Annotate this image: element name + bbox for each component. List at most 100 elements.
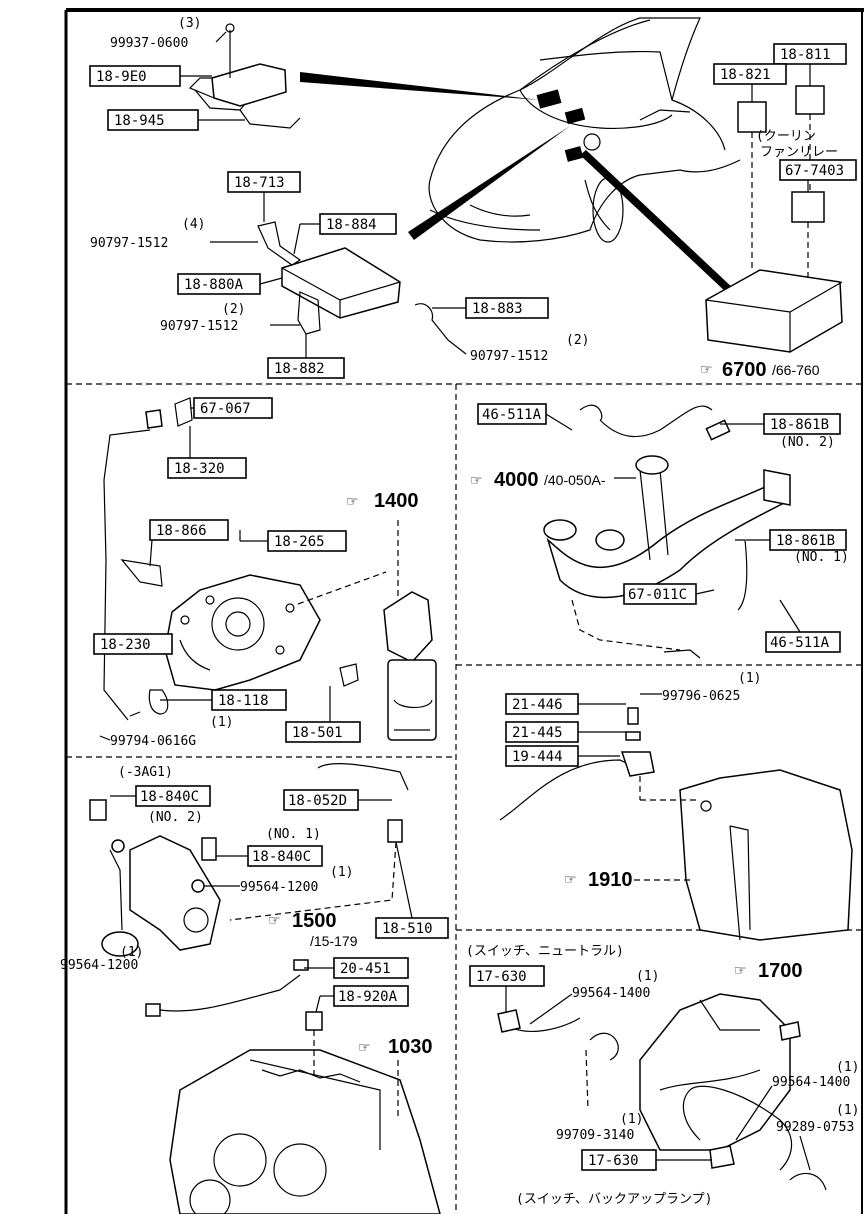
no1-b: (NO. 1) <box>266 827 321 842</box>
label-17-630-b: 17-630 <box>588 1153 639 1169</box>
switch-backup-label: (スイッチ、バックアップランプ) <box>516 1192 712 1207</box>
box-18-501 <box>285 721 361 743</box>
label-18-866: 18-866 <box>156 523 207 539</box>
label-67-7403: 67-7403 <box>785 163 844 179</box>
label-21-445: 21-445 <box>512 725 563 741</box>
box-18-821 <box>713 63 787 85</box>
box-67-7403 <box>779 159 857 181</box>
label-20-451: 20-451 <box>340 961 391 977</box>
car-outline <box>428 17 741 243</box>
ref-arrow-1910: ☞ <box>564 871 577 887</box>
label-18-920a: 18-920A <box>338 989 398 1005</box>
label-99564-1400-b: 99564-1400 <box>772 1075 850 1090</box>
cooling-label-a: (クーリン <box>756 129 816 144</box>
label-18-118: 18-118 <box>218 693 269 709</box>
label-18-945: 18-945 <box>114 113 165 129</box>
label-99709: 99709-3140 <box>556 1128 634 1143</box>
label-18-840c-1: 18-840C <box>252 849 311 865</box>
box-18-866 <box>149 519 229 541</box>
label-90797-a: 90797-1512 <box>90 236 168 251</box>
ref-1910: 1910 <box>588 869 633 891</box>
no1-a: (NO. 1) <box>794 550 849 565</box>
label-19-444: 19-444 <box>512 749 563 765</box>
ref-1500: 1500 <box>292 910 337 932</box>
label-99564-b: 99564-1200 <box>60 958 138 973</box>
label-18-713: 18-713 <box>234 175 285 191</box>
label-46-511a: 46-511A <box>482 407 542 423</box>
module-18-9e0 <box>188 23 301 129</box>
label-18-501: 18-501 <box>292 725 343 741</box>
transmission-1910 <box>499 707 853 941</box>
qty-2a: (2) <box>222 302 245 317</box>
qty-4: (4) <box>182 217 205 232</box>
label-18-320: 18-320 <box>174 461 225 477</box>
label-18-880a: 18-880A <box>184 277 244 293</box>
transmission-1700 <box>497 993 827 1191</box>
engine-cover <box>103 397 321 721</box>
leader-wedge-3 <box>580 150 735 294</box>
label-99937: 99937-0600 <box>110 36 188 51</box>
ref-4000: 4000 <box>494 469 539 491</box>
label-18-861b-1: 18-861B <box>776 533 835 549</box>
qty-1c: (1) <box>330 865 353 880</box>
label-18-840c-2: 18-840C <box>140 789 199 805</box>
ref-arrow-6700: ☞ <box>700 361 713 377</box>
label-18-821: 18-821 <box>720 67 771 83</box>
ref-arrow-1500: ☞ <box>268 912 281 928</box>
ref-1700: 1700 <box>758 960 803 982</box>
label-18-510: 18-510 <box>382 921 433 937</box>
label-99794: 99794-0616G <box>110 734 196 749</box>
label-18-9e0: 18-9E0 <box>96 69 147 85</box>
box-46-511a-b <box>765 631 841 653</box>
switch-neutral-label: (スイッチ、ニュートラル) <box>466 944 624 959</box>
ref-arrow-4000: ☞ <box>470 472 483 488</box>
label-3ag1: (-3AG1) <box>118 765 173 780</box>
oil-filter <box>339 591 437 741</box>
ref-1030: 1030 <box>388 1036 433 1058</box>
ecu-18-880a <box>210 221 467 355</box>
qty-1d: (1) <box>120 945 143 960</box>
label-18-861b-2: 18-861B <box>770 417 829 433</box>
ref-1500-sub: /15-179 <box>310 933 358 949</box>
label-17-630-a: 17-630 <box>476 969 527 985</box>
ref-arrow-1400: ☞ <box>346 493 359 509</box>
qty-1g: (1) <box>836 1103 859 1118</box>
no2-a: (NO. 2) <box>780 435 835 450</box>
label-90797-b: 90797-1512 <box>160 319 238 334</box>
ref-arrow-1700: ☞ <box>734 962 747 978</box>
qty-1a: (1) <box>210 715 233 730</box>
label-18-052d: 18-052D <box>288 793 347 809</box>
label-18-230: 18-230 <box>100 637 151 653</box>
qty-2b: (2) <box>566 333 589 348</box>
label-21-446: 21-446 <box>512 697 563 713</box>
label-67-011c: 67-011C <box>628 587 687 603</box>
water-outlet <box>89 763 409 957</box>
ref-6700-sub: /66-760 <box>772 362 820 378</box>
cooling-label-b: ファンリレー <box>760 145 838 160</box>
engine-block <box>145 959 441 1214</box>
label-18-883: 18-883 <box>472 301 523 317</box>
label-18-884: 18-884 <box>326 217 377 233</box>
label-99564-a: 99564-1200 <box>240 880 318 895</box>
qty-1h: (1) <box>620 1112 643 1127</box>
qty-1e: (1) <box>636 969 659 984</box>
box-17-630-a <box>469 965 545 987</box>
label-90797-c: 90797-1512 <box>470 349 548 364</box>
box-18-230 <box>93 633 173 655</box>
relay-block <box>705 85 843 353</box>
label-99796: 99796-0625 <box>662 689 740 704</box>
leader-cover-filter <box>297 571 387 605</box>
ref-6700: 6700 <box>722 359 767 381</box>
label-18-811: 18-811 <box>780 47 831 63</box>
leader-wedge-1 <box>300 72 540 100</box>
qty-3: (3) <box>178 16 201 31</box>
qty-1b: (1) <box>738 671 761 686</box>
no2-b: (NO. 2) <box>148 810 203 825</box>
qty-1f: (1) <box>836 1060 859 1075</box>
label-46-511a-b: 46-511A <box>770 635 830 651</box>
ref-arrow-1030: ☞ <box>358 1039 371 1055</box>
leader-wedge-2 <box>408 126 570 240</box>
box-18-320 <box>167 457 247 479</box>
